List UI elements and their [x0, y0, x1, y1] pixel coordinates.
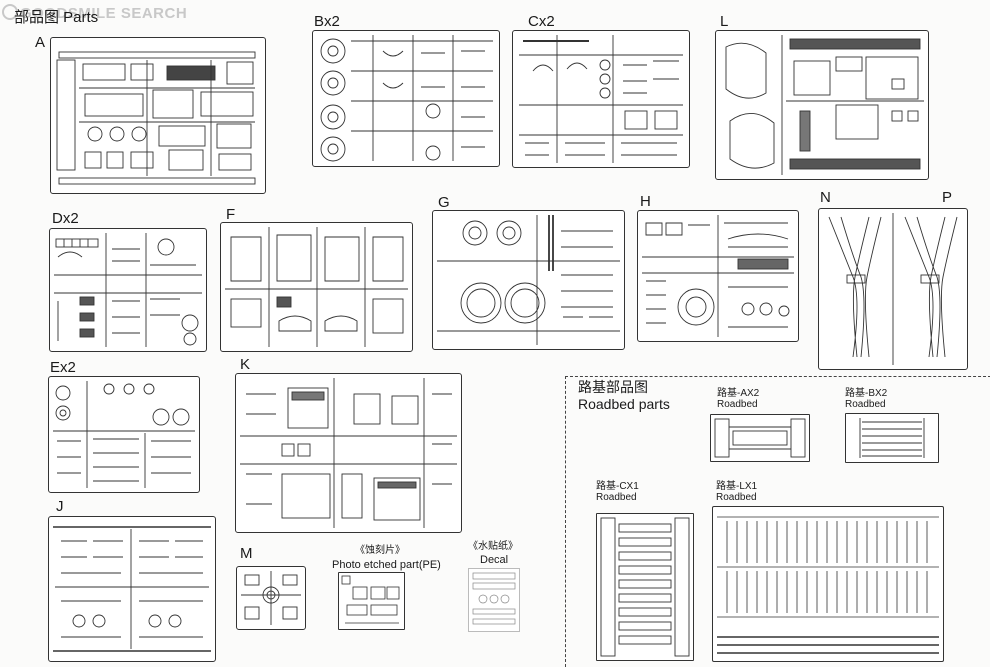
roadbed-lx1-drawing: [717, 516, 939, 654]
sprue-b-drawing: [320, 35, 493, 162]
sprue-h-label: H: [640, 193, 651, 210]
decal-label-en: Decal: [480, 554, 509, 566]
roadbed-ax2-cn: 路基-AX2: [717, 388, 760, 399]
roadbed-cx1-en: Roadbed: [596, 492, 637, 503]
sprue-l-drawing: [725, 35, 924, 175]
sprue-m: [236, 566, 306, 630]
sprue-f-drawing: [225, 227, 408, 347]
pe-label-cn: 《蚀刻片》: [355, 545, 405, 556]
sprue-d-label: Dx2: [52, 210, 79, 227]
sprue-np: [818, 208, 968, 370]
pe-fret: [338, 572, 405, 630]
roadbed-cx1-drawing: [600, 517, 690, 657]
sprue-k-drawing: [240, 378, 457, 528]
roadbed-lx1-cn: 路基-LX1: [716, 481, 758, 492]
sprue-h: [637, 210, 799, 342]
roadbed-bx2-cn: 路基-BX2: [845, 388, 888, 399]
sprue-k-label: K: [240, 356, 251, 373]
sprue-c-drawing: [519, 35, 683, 163]
sprue-l-label: L: [720, 13, 729, 30]
roadbed-lx1-en: Roadbed: [716, 492, 757, 503]
sprue-j-label: J: [56, 498, 64, 515]
pe-label-en: Photo etched part(PE): [332, 559, 441, 571]
sprue-c: [512, 30, 690, 168]
sprue-f-label: F: [226, 206, 236, 223]
sprue-l: [715, 30, 929, 180]
sprue-a-drawing: [56, 51, 256, 185]
sprue-g-label: G: [438, 194, 450, 211]
sprue-d: [49, 228, 207, 352]
sprue-np-drawing: [828, 213, 958, 365]
roadbed-ax2: [710, 414, 810, 462]
roadbed-title-en: Roadbed parts: [578, 396, 670, 412]
sprue-d-drawing: [54, 233, 202, 347]
sprue-g: [432, 210, 625, 350]
sprue-f: [220, 222, 413, 352]
roadbed-ax2-en: Roadbed: [717, 399, 758, 410]
watermark-logo-icon: [2, 4, 18, 20]
decal-sheet-drawing: [472, 572, 516, 625]
roadbed-bx2: [845, 413, 939, 463]
roadbed-section: [565, 376, 990, 667]
sprue-h-drawing: [642, 215, 794, 337]
sprue-b-label: Bx2: [314, 13, 340, 30]
sprue-p-label: P: [942, 189, 953, 206]
decal-sheet: [468, 568, 520, 632]
roadbed-lx1: [712, 506, 944, 662]
decal-label-cn: 《水贴纸》: [468, 541, 518, 552]
sprue-n-label: N: [820, 189, 831, 206]
sprue-m-drawing: [241, 571, 301, 625]
roadbed-bx2-en: Roadbed: [845, 399, 886, 410]
sprue-b: [312, 30, 500, 167]
sprue-c-label: Cx2: [528, 13, 555, 30]
sprue-e-drawing: [53, 381, 195, 488]
parts-header: 部品图 Parts: [14, 9, 99, 26]
roadbed-title-cn: 路基部品图: [578, 379, 648, 395]
sprue-j: [48, 516, 216, 662]
sprue-e: [48, 376, 200, 493]
sprue-e-label: Ex2: [50, 359, 76, 376]
sprue-a-label: A: [35, 34, 46, 51]
roadbed-bx2-drawing: [859, 418, 925, 458]
sprue-k: [235, 373, 462, 533]
roadbed-cx1: [596, 513, 694, 661]
sprue-g-drawing: [437, 215, 620, 345]
sprue-j-drawing: [53, 526, 211, 652]
sprue-a: [50, 37, 266, 194]
watermark: GOODSMILE SEARCH: [2, 4, 187, 22]
pe-fret-drawing: [341, 575, 400, 624]
roadbed-ax2-drawing: [714, 418, 806, 458]
roadbed-cx1-cn: 路基-CX1: [596, 481, 639, 492]
sprue-m-label: M: [240, 545, 253, 562]
